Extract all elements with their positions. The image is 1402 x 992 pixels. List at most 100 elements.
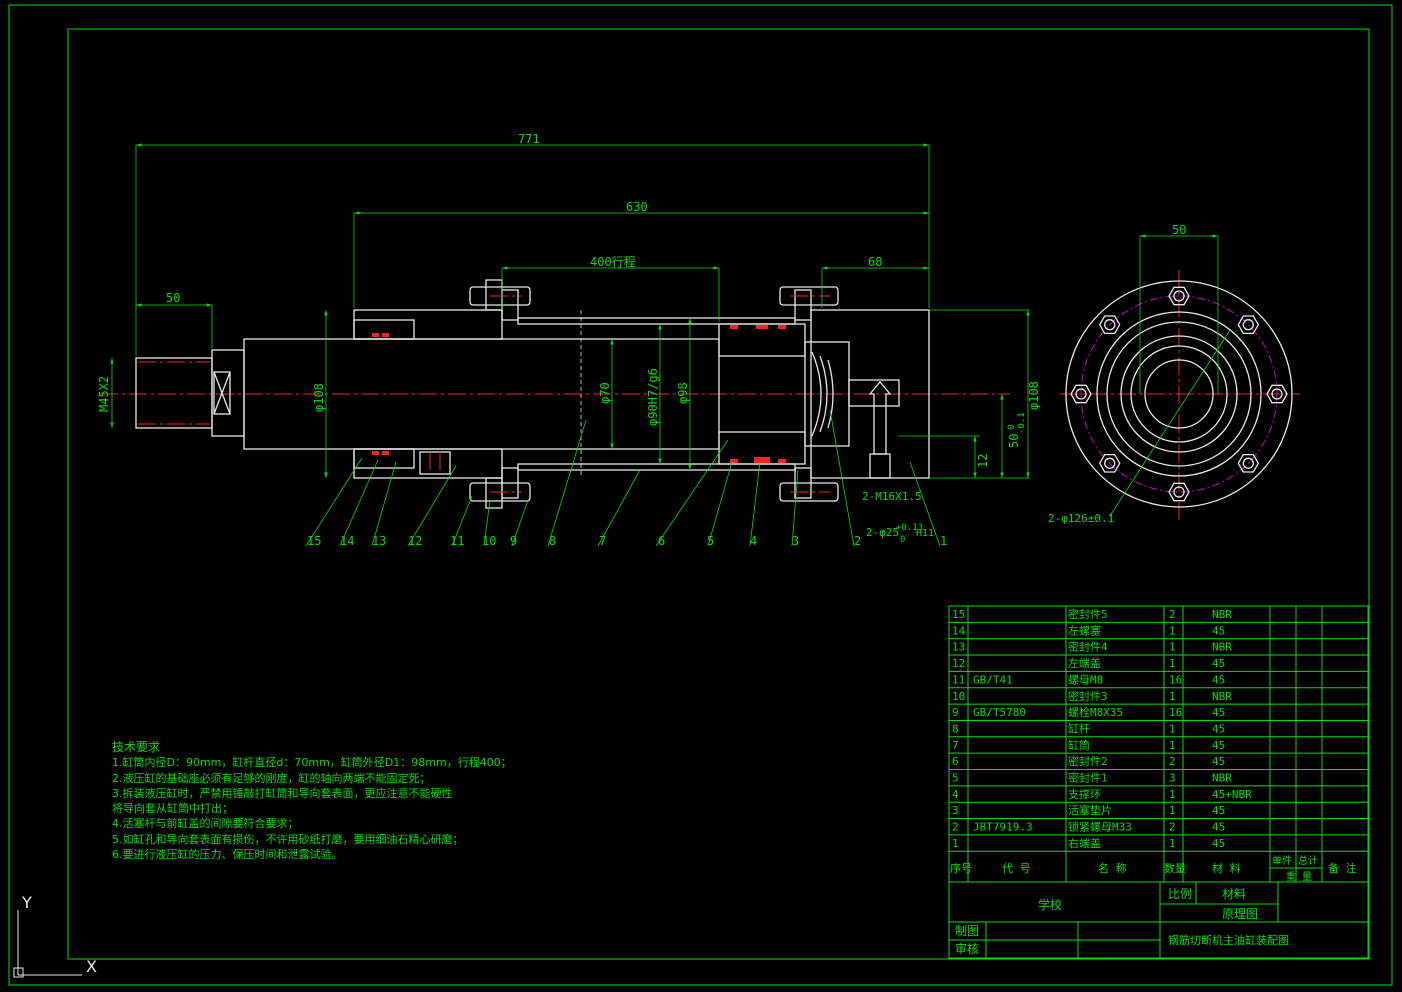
- notes-line-5: 4.活塞杆与前缸盖的间隙要符合要求；: [112, 817, 299, 831]
- dim-d108-left: φ108: [312, 383, 326, 412]
- balloon-5: 5: [707, 534, 714, 548]
- notes-line-7: 6.要进行液压缸的压力、保压时间和泄露试验。: [112, 848, 343, 862]
- bolt-head-icon: [1266, 384, 1288, 404]
- balloon-14: 14: [340, 534, 354, 548]
- bom-cell-mat: NBR: [1212, 608, 1232, 621]
- bom-cell-qty: 3: [1169, 772, 1176, 785]
- bolt-head-icon: [1237, 315, 1260, 335]
- bom-header-weight: 重 量: [1286, 870, 1312, 883]
- technical-requirements: 技术要求 1.缸筒内径D：90mm，缸杆直径d：70mm，缸筒外径D1：98mm…: [112, 740, 512, 862]
- bom-cell-qty: 2: [1169, 755, 1176, 768]
- bom-cell-name: 螺栓M8X35: [1068, 705, 1123, 719]
- balloon-leaders: [305, 409, 941, 547]
- bom-cell-mat: 45: [1212, 657, 1225, 670]
- bom-cell-mat: NBR: [1212, 641, 1232, 654]
- dim-d70: φ70: [598, 382, 612, 404]
- bom-cell-mat: 45: [1212, 624, 1225, 637]
- bom-cell-no: 15: [952, 608, 965, 621]
- balloon-9: 9: [510, 534, 517, 548]
- bom-headers: 序号 代 号 名 称 数量 材 料 单件 总计 重 量 备 注: [950, 854, 1357, 883]
- bom-cell-name: 锁紧螺母M33: [1068, 820, 1132, 834]
- bom-header-name: 名 称: [1098, 861, 1127, 875]
- bom-cell-mat: 45: [1212, 739, 1225, 752]
- tb-check-label: 审核: [955, 941, 979, 956]
- dim-d98: φ98: [676, 382, 690, 404]
- bom-cell-qty: 16: [1169, 673, 1182, 686]
- balloon-10: 10: [482, 534, 496, 548]
- bom-cell-name: 密封件3: [1068, 689, 1108, 703]
- bom-cell-name: 左端盖: [1068, 656, 1101, 670]
- bom-cell-no: 7: [952, 739, 959, 752]
- right-flange: [779, 286, 839, 502]
- bom-cell-mat: 45: [1212, 837, 1225, 850]
- bolt-hole: [1104, 457, 1116, 469]
- balloon-11: 11: [450, 534, 464, 548]
- bom-header-total: 总计: [1298, 854, 1318, 867]
- balloon-4: 4: [750, 534, 757, 548]
- bom-cell-name: 缸杆: [1068, 721, 1090, 735]
- bom-cell-qty: 1: [1169, 804, 1176, 817]
- tb-scale-label: 比例: [1168, 887, 1192, 901]
- left-flange: [469, 279, 531, 509]
- bom-header-code: 代 号: [1002, 862, 1031, 875]
- dim-port-bore: 2-φ25: [866, 526, 899, 539]
- bom-cell-no: 8: [952, 722, 959, 735]
- bolt-hole: [1242, 457, 1254, 469]
- bolt-hole: [1075, 388, 1087, 400]
- bom-cell-qty: 1: [1169, 722, 1176, 735]
- balloon-7: 7: [599, 534, 606, 548]
- dim-port-tol-up: +0.13: [896, 523, 923, 533]
- bom-cell-mat: 45+NBR: [1212, 788, 1252, 801]
- dim-771: 771: [518, 132, 540, 146]
- bom-cell-qty: 2: [1169, 608, 1176, 621]
- dim-d90: φ90H7/g6: [646, 368, 660, 426]
- dim-50-offset: 50: [1007, 434, 1021, 448]
- bom-cell-name: 缸筒: [1068, 738, 1090, 752]
- bom-cell-mat: 45: [1212, 706, 1225, 719]
- bom-cell-name: 密封件2: [1068, 754, 1108, 768]
- bom-cell-no: 14: [952, 624, 966, 637]
- dim-12: 12: [976, 454, 990, 468]
- balloon-12: 12: [408, 534, 422, 548]
- balloon-8: 8: [549, 534, 556, 548]
- balloon-2: 2: [854, 534, 861, 548]
- ucs-icon: Y X: [13, 893, 97, 978]
- balloon-15: 15: [307, 534, 321, 548]
- side-view: [1060, 234, 1300, 520]
- bom-cell-no: 11: [952, 673, 965, 686]
- dimension-texts: 771 630 400行程 68 50 M45X2 φ108 φ70 φ90H7…: [97, 132, 1186, 545]
- tb-title: 钢筋切断机主油缸装配图: [1168, 933, 1289, 947]
- tb-school: 学校: [1038, 897, 1062, 912]
- dimension-lines: [110, 143, 1030, 479]
- ucs-x-label: X: [86, 957, 97, 976]
- bom-header-remark: 备 注: [1328, 861, 1357, 875]
- ucs-y-label: Y: [21, 893, 32, 912]
- bom-cell-mat: NBR: [1212, 772, 1232, 785]
- bom-cell-name: 密封件4: [1068, 640, 1108, 654]
- bolt-hole: [1104, 319, 1116, 331]
- rod-thread-end: [135, 349, 245, 437]
- balloon-numbers: 15 14 13 12 11 10 9 8 7 6 5 4 3 2 1: [307, 534, 947, 548]
- bolt-hole: [1242, 319, 1254, 331]
- dim-50-thread: 50: [166, 291, 180, 305]
- dim-bolt-circle: 2-φ126±0.1: [1048, 512, 1114, 525]
- notes-line-4: 将导向套从缸筒中打出；: [112, 802, 233, 816]
- bom-cell-qty: 1: [1169, 657, 1176, 670]
- bom-cell-mat: NBR: [1212, 690, 1232, 703]
- balloon-1: 1: [940, 534, 947, 548]
- bom-cell-mat: 45: [1212, 821, 1225, 834]
- bom-cell-name: 右端盖: [1068, 836, 1101, 850]
- bolt-head-icon: [1237, 453, 1260, 473]
- bom-table: [948, 605, 1369, 883]
- bom-cell-no: 9: [952, 706, 959, 719]
- title-block: [948, 881, 1369, 959]
- bom-header-unit: 单件: [1272, 855, 1292, 867]
- tb-draw-label: 制图: [955, 924, 979, 938]
- bolt-head-icon: [1070, 384, 1092, 404]
- bolt-hole: [1271, 388, 1283, 400]
- bom-cell-qty: 1: [1169, 690, 1176, 703]
- bom-cell-no: 4: [952, 788, 959, 801]
- bom-cell-mat: 45: [1212, 673, 1225, 686]
- bom-cell-no: 13: [952, 641, 965, 654]
- balloon-6: 6: [658, 534, 665, 548]
